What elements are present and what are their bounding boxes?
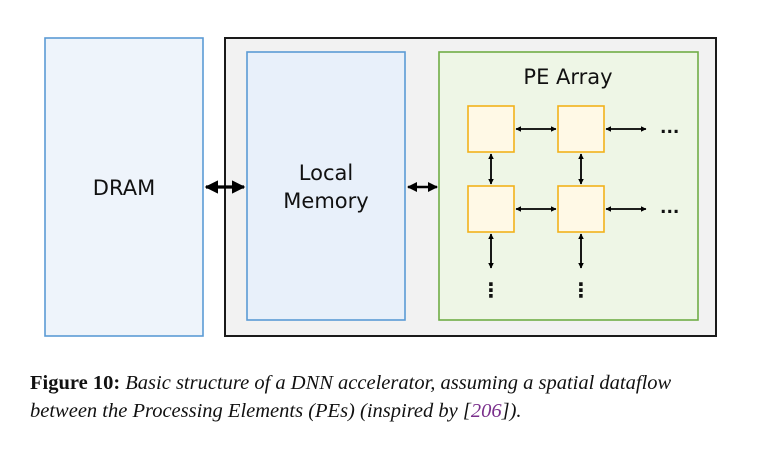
dram-label: DRAM <box>93 176 155 200</box>
pe-1-0 <box>467 185 515 233</box>
local-memory-label-line2: Memory <box>283 189 368 213</box>
pe-0-1 <box>557 105 605 153</box>
citation-link[interactable]: 206 <box>470 400 502 422</box>
accelerator-diagram: DRAM Local Memory PE Array ... ... ⋮ ⋮ <box>44 37 717 337</box>
figure-label: Figure 10: <box>30 372 121 394</box>
col1-ellipsis: ⋮ <box>571 278 591 302</box>
figure-caption: Figure 10: Basic structure of a DNN acce… <box>30 369 742 425</box>
local-memory-box <box>246 51 406 321</box>
row1-ellipsis: ... <box>660 198 679 218</box>
pe-1-1 <box>557 185 605 233</box>
caption-text-after: ]). <box>501 400 522 422</box>
local-memory-label-line1: Local <box>299 161 353 185</box>
pe-array-title: PE Array <box>523 65 612 89</box>
pe-0-0 <box>467 105 515 153</box>
caption-text-before: Basic structure of a DNN accelerator, as… <box>30 372 672 422</box>
col0-ellipsis: ⋮ <box>481 278 501 302</box>
row0-ellipsis: ... <box>660 118 679 138</box>
dram-box <box>44 37 204 337</box>
